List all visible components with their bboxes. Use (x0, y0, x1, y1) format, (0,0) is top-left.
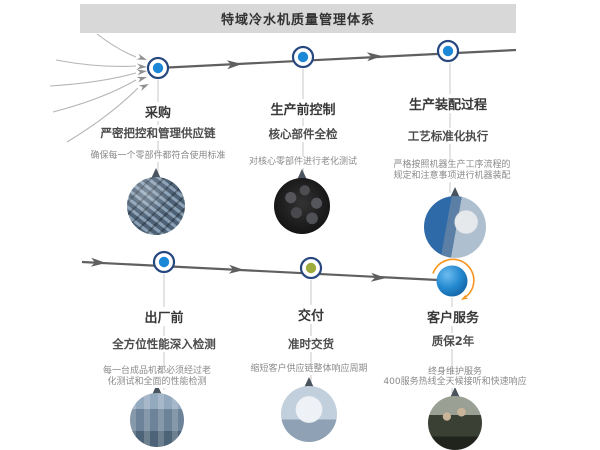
step-desc-procurement: 确保每一个零部件都符合使用标准 (88, 151, 228, 162)
step-title-delivery: 交付 (294, 305, 328, 324)
customer-service-photo (428, 396, 482, 450)
warranty-arc-arrowhead (461, 294, 469, 300)
timeline-row1-arrowheads (226, 52, 382, 70)
step-desc-customer-service-line1: 终身维护服务 (425, 367, 485, 378)
assembly-workers-photo (424, 196, 486, 258)
timeline-row2-arrowheads (90, 257, 386, 282)
step-title-before-shipment: 出厂前 (141, 307, 187, 326)
converging-lines (49, 33, 139, 143)
step-subtitle-customer-service: 质保2年 (428, 333, 478, 349)
timeline-row2 (81, 260, 439, 282)
step-desc-delivery: 缩短客户供应链整体响应周期 (248, 364, 370, 375)
diagram-title: 特域冷水机质量管理体系 (220, 13, 375, 28)
node-procurement (146, 56, 170, 80)
step-title-preproduction: 生产前控制 (267, 99, 339, 118)
node-delivery (299, 256, 323, 280)
step-desc-preproduction: 对核心零部件进行老化测试 (246, 157, 360, 168)
diagram-title-bar: 特域冷水机质量管理体系 (80, 4, 516, 33)
compressors-photo (274, 178, 330, 234)
step-desc-customer-service-line2: 400服务热线全天候接听和快速响应 (381, 377, 529, 388)
converging-arrowheads (136, 53, 149, 91)
step-subtitle-assembly: 工艺标准化执行 (404, 128, 492, 144)
packaged-machine-photo (281, 386, 337, 442)
node-customer-service (432, 258, 475, 300)
step-title-assembly: 生产装配过程 (405, 94, 491, 113)
step-subtitle-delivery: 准时交货 (285, 336, 337, 352)
metal-parts-photo (127, 177, 185, 235)
step-desc-before-shipment: 每一台成品机都必须经过老化测试和全面的性能检测 (100, 366, 214, 388)
node-assembly (436, 39, 460, 63)
timeline-row1 (157, 48, 517, 70)
step-title-procurement: 采购 (141, 102, 175, 121)
step-subtitle-procurement: 严密把控和管理供应链 (97, 125, 219, 141)
step-title-customer-service: 客户服务 (423, 307, 483, 326)
step-desc-assembly: 严格按照机器生产工序流程的规定和注意事项进行机器装配 (388, 160, 516, 182)
node-preproduction (291, 45, 315, 69)
warranty-arc (432, 258, 475, 300)
step-subtitle-before-shipment: 全方位性能深入检测 (109, 336, 219, 352)
node-before-shipment (152, 250, 176, 274)
factory-testing-photo (130, 393, 184, 447)
step-subtitle-preproduction: 核心部件全检 (265, 126, 341, 142)
